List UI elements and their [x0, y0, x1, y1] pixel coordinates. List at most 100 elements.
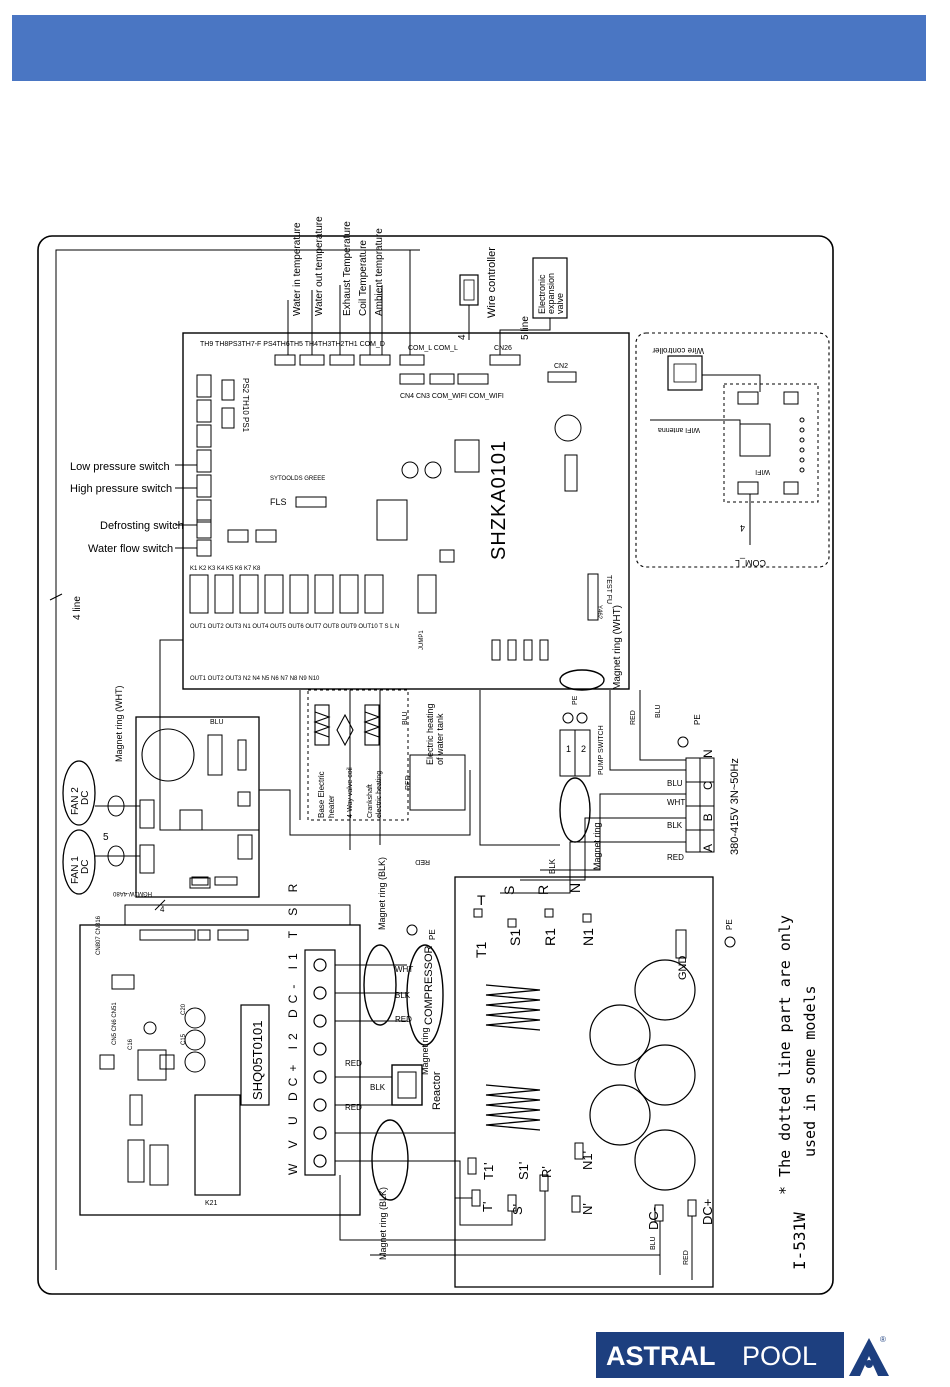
main-control-board	[182, 332, 630, 690]
diagram-frame	[37, 235, 834, 1295]
com-l-label: COM_L COM_L	[408, 345, 458, 352]
optional-loads-box	[307, 689, 409, 821]
phase-labels: A B C N	[701, 739, 715, 852]
fan-magnet-ring-label: Magnet ring (WHT)	[114, 685, 124, 762]
compressor-drive-board	[79, 924, 361, 1216]
comp-red-label: RED	[395, 1015, 412, 1024]
input-t-label: T	[477, 892, 486, 908]
test-fuse-label: TEST FU	[605, 575, 612, 604]
phase-magnet-ring-label: Magnet ring	[592, 822, 602, 870]
com-l-bottom-label: COM_L	[735, 558, 766, 568]
five-line-label: 5 line	[520, 316, 531, 340]
drive-ring-label: Magnet ring (BLK)	[378, 1187, 388, 1260]
pump-blu-label: BLU	[655, 704, 662, 718]
compressor-magnet-ring	[363, 944, 397, 1026]
dc-plus-red-label: RED	[683, 1250, 690, 1265]
c15-label: C15	[181, 1033, 187, 1045]
c16-label: C16	[128, 1038, 134, 1050]
fan-driver-board	[135, 716, 260, 898]
pump-red-label: RED	[630, 710, 637, 725]
water-out-sensor-label: Water out temperature	[314, 216, 325, 316]
n1-prime-label: N1'	[580, 1151, 595, 1170]
n-prime-label: N'	[580, 1203, 595, 1215]
fls-sub-label: SYTOOLDS GREEE	[270, 476, 325, 482]
out-row-label: OUT1 OUT2 OUT3 N1 OUT4 OUT5 OUT6 OUT7 OU…	[190, 624, 399, 630]
compressor	[406, 944, 444, 1046]
input-r1-label: R1	[542, 928, 558, 946]
input-t1-label: T1	[473, 941, 489, 958]
phase-wht-label: WHT	[667, 798, 685, 807]
eev-label-2: expansion	[546, 273, 556, 314]
drive-input-magnet-ring	[371, 1119, 409, 1201]
note-line-2: used in some models	[801, 985, 819, 1157]
drive-terminal-labels: W V U DC+ I2 DC- I1 T S R	[286, 878, 300, 1175]
model-label: I-531W	[790, 1212, 809, 1270]
fan-2-label-b: DC	[80, 791, 91, 805]
dc-minus-label: DC-	[646, 1207, 661, 1230]
drive-four-label: 4	[160, 905, 165, 914]
base-heater-label-2: heater	[327, 795, 336, 818]
compressor-ring-label: Magnet ring (BLK)	[377, 857, 387, 930]
switch-connectors	[196, 374, 235, 557]
wifi-option-box	[635, 332, 830, 568]
com-connectors	[399, 354, 577, 385]
input-r-label: R	[535, 885, 551, 895]
filter-pe-label: PE	[725, 919, 734, 930]
magnet-ring-wht-label: Magnet ring (WHT)	[612, 605, 623, 690]
ldo-label: Y462	[596, 605, 602, 620]
logo-text-light: POOL	[742, 1341, 817, 1371]
compressor-pe-label: PE	[428, 929, 437, 940]
k21-label: K21	[205, 1200, 218, 1207]
wifi-wire-controller	[667, 355, 703, 391]
phase-blk-label: BLK	[667, 821, 683, 830]
header-banner	[12, 15, 926, 81]
reactor-ring-label: Magnet ring	[420, 1027, 430, 1075]
wifi-antenna-label: WIFI antenna	[658, 426, 700, 433]
crankshaft-label-1: Crankshaft	[367, 784, 374, 818]
defrost-label: Defrosting switch	[100, 520, 184, 532]
wifi-module-board	[723, 383, 819, 503]
s1-prime-label: S1'	[516, 1162, 531, 1180]
jump-label: JUMP1	[419, 630, 425, 650]
phase-red-label: RED	[667, 853, 684, 862]
cn-row-label: CN4 CN3 COM_WIFI COM_WIFI	[400, 393, 504, 400]
pump-pe-label: PE	[572, 695, 579, 705]
wire-controller-top	[459, 274, 479, 306]
fan-1-label-a: FAN 1	[70, 856, 81, 884]
fan-five-label: 5	[103, 832, 109, 843]
logo-registered: ®	[880, 1335, 886, 1344]
eev-label-1: Electronic	[537, 274, 547, 314]
fan-blu-label: BLU	[210, 719, 224, 726]
wifi-four-label: 4	[740, 523, 745, 533]
main-board-label: SHZKA0101	[488, 440, 510, 560]
cn5-label: CN5 CN6 CN51	[112, 1002, 118, 1045]
s-prime-label: S'	[510, 1204, 525, 1215]
relay-row	[189, 574, 437, 614]
th10-label: PS2 TH10 PS1	[241, 378, 250, 433]
filter-board	[454, 876, 714, 1288]
filter-coils	[485, 984, 541, 1131]
main-red-label: RED	[415, 858, 430, 865]
main-ic	[376, 499, 408, 541]
relay-row-label: K1 K2 K3 K4 K5 K6 K7 K8	[190, 566, 261, 572]
input-s-label: S	[501, 886, 517, 895]
astralpool-logo: ASTRAL POOL ®	[596, 1330, 894, 1380]
gnd-label: GND	[677, 956, 689, 981]
pump-terminal-1: 1	[566, 744, 571, 754]
fan-2	[62, 760, 96, 826]
pump-switch-label: PUMP SWITCH	[598, 725, 605, 775]
reactor	[391, 1064, 423, 1106]
cn26-label: CN26	[494, 345, 512, 352]
wire-controller-top-label: Wire controller	[486, 247, 498, 318]
pump-terminal-2: 2	[581, 744, 586, 754]
comp-wht-label: WHT	[395, 965, 413, 974]
r-prime-label: R'	[539, 1166, 554, 1178]
wifi-wire-controller-label: Wire controller	[652, 346, 704, 355]
dc-minus-blu-label: BLU	[650, 1236, 657, 1250]
tank-blu-label: BLU	[402, 711, 409, 725]
tank-heater-label-2: of water tank	[435, 713, 445, 765]
fan-1-label-b: DC	[80, 860, 91, 874]
low-pressure-label: Low pressure switch	[70, 461, 170, 473]
exhaust-sensor-label: Exhaust Temperature	[342, 221, 353, 316]
